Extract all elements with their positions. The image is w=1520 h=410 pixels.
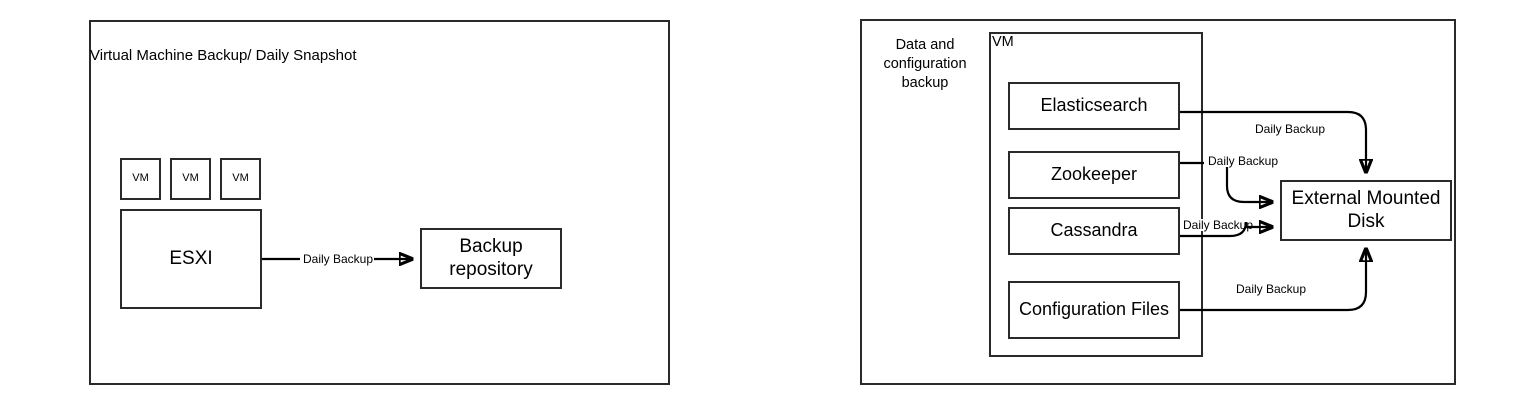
esxi-label: ESXI <box>169 247 213 269</box>
external-mounted-disk-label-line1: External Mounted <box>1291 187 1441 209</box>
service-box-configuration-files: Configuration Files <box>1008 281 1180 339</box>
service-label-elasticsearch: Elasticsearch <box>1040 95 1148 116</box>
vm-box-3: VM <box>220 158 261 200</box>
right-panel-group-label: Data and configuration backup <box>875 36 975 93</box>
group-label-line-2: configuration <box>883 56 967 73</box>
external-mounted-disk-box: External Mounted Disk <box>1280 180 1452 241</box>
edge-label-cassandra-daily-backup: Daily Backup <box>1181 218 1256 232</box>
service-label-zookeeper: Zookeeper <box>1050 164 1138 185</box>
external-mounted-disk-label-line2: Disk <box>1347 210 1385 232</box>
backup-repository-label-line1: Backup <box>459 235 523 257</box>
vm-container-label: VM <box>991 34 1015 50</box>
vm-box-1-label: VM <box>132 172 149 185</box>
group-label-line-1: Data and <box>895 37 955 53</box>
vm-box-2-label: VM <box>182 172 199 185</box>
group-label-line-3: backup <box>901 75 949 92</box>
vm-box-1: VM <box>120 158 161 200</box>
edge-label-elasticsearch-daily-backup: Daily Backup <box>1253 122 1328 136</box>
edge-label-configuration-files-daily-backup: Daily Backup <box>1234 282 1309 296</box>
service-box-zookeeper: Zookeeper <box>1008 151 1180 199</box>
edge-label-zookeeper-daily-backup: Daily Backup <box>1206 154 1281 168</box>
vm-box-3-label: VM <box>232 172 249 185</box>
esxi-box: ESXI <box>120 209 262 309</box>
backup-repository-label-line2: repository <box>449 258 533 280</box>
service-label-cassandra: Cassandra <box>1050 220 1138 241</box>
service-label-configuration-files: Configuration Files <box>1018 299 1170 320</box>
backup-repository-box: Backup repository <box>420 228 562 289</box>
left-panel-title: Virtual Machine Backup/ Daily Snapshot <box>90 47 357 64</box>
service-box-elasticsearch: Elasticsearch <box>1008 82 1180 130</box>
vm-box-2: VM <box>170 158 211 200</box>
left-panel-virtual-machine-backup <box>89 20 670 385</box>
service-box-cassandra: Cassandra <box>1008 207 1180 255</box>
left-edge-label-daily-backup: Daily Backup <box>301 252 376 266</box>
